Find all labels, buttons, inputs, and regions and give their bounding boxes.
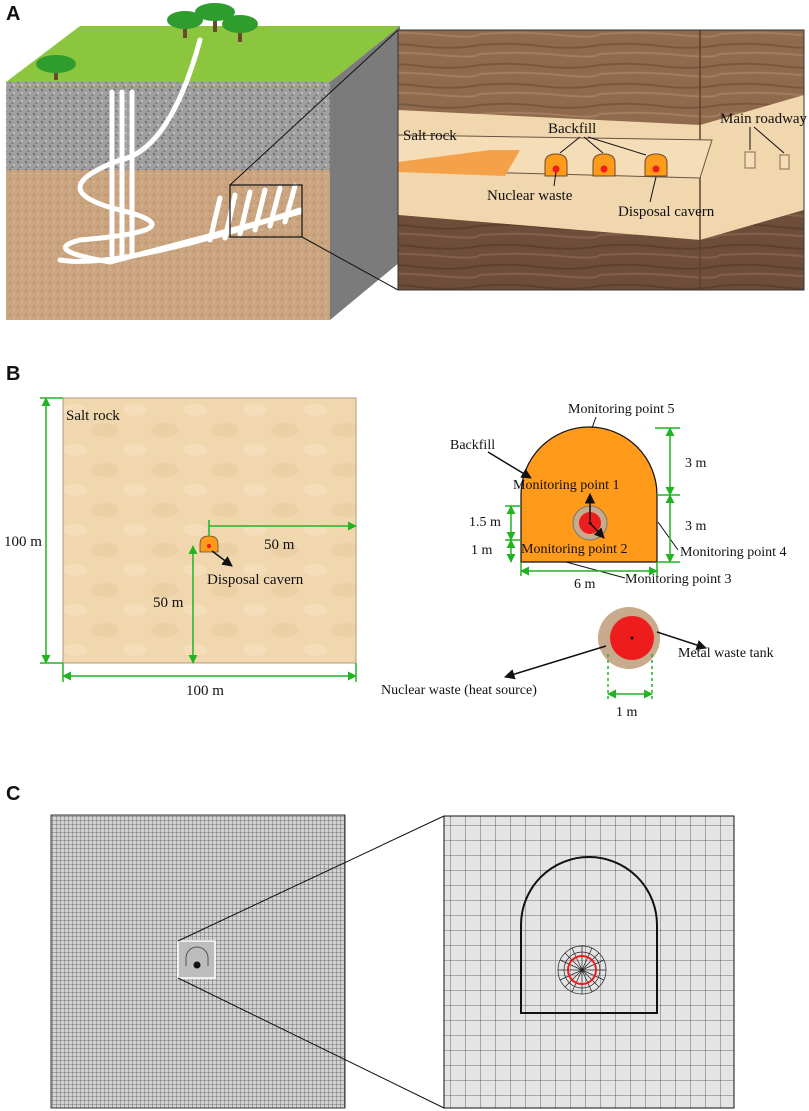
label-mp2: Monitoring point 2 bbox=[521, 542, 628, 557]
label-top-height: 3 m bbox=[685, 456, 707, 471]
label-model-vert-offset: 50 m bbox=[153, 595, 184, 611]
label-model-horiz-offset: 50 m bbox=[264, 537, 295, 553]
block-top-surface bbox=[6, 26, 400, 82]
panel-c-letter: C bbox=[6, 783, 20, 805]
enlarged-repository-view: Salt rock Backfill Main roadway Nuclear … bbox=[397, 29, 808, 291]
panel-b: B Salt rock Disposal cavern 100 bbox=[4, 363, 787, 720]
label-mp3: Monitoring point 3 bbox=[625, 572, 732, 587]
zoom-line-bottom bbox=[301, 236, 399, 291]
cavern-dimensions bbox=[505, 427, 680, 576]
zoom-box bbox=[229, 184, 303, 238]
label-model-disposal-cavern: Disposal cavern bbox=[207, 572, 304, 588]
panel-a: A bbox=[6, 3, 808, 320]
fine-mesh bbox=[443, 815, 735, 1109]
trees bbox=[36, 3, 258, 80]
model-dimensions bbox=[40, 397, 357, 682]
block-side-surface bbox=[330, 26, 400, 320]
fine-mesh-cavern-outline bbox=[520, 856, 658, 1014]
label-heat-source: Nuclear waste (heat source) bbox=[381, 683, 537, 698]
cavern-detail: Monitoring point 5 Backfill Monitoring p… bbox=[450, 402, 787, 592]
label-nuclear-waste: Nuclear waste bbox=[487, 188, 573, 204]
panel-b-letter: B bbox=[6, 363, 20, 385]
label-main-roadway: Main roadway bbox=[720, 111, 808, 127]
tunnel-network bbox=[57, 37, 303, 265]
label-cavern-width: 6 m bbox=[574, 577, 596, 592]
granite-layer bbox=[6, 82, 330, 170]
mesh-zoom-line-top bbox=[177, 815, 445, 942]
label-tank-top: 1.5 m bbox=[469, 515, 501, 530]
geological-block bbox=[6, 3, 400, 320]
label-backfill: Backfill bbox=[548, 121, 596, 137]
label-wall-height: 3 m bbox=[685, 519, 707, 534]
mesh-zoom-box bbox=[177, 940, 216, 979]
label-model-salt-rock: Salt rock bbox=[66, 408, 120, 424]
label-model-width: 100 m bbox=[186, 683, 224, 699]
label-metal-tank: Metal waste tank bbox=[678, 646, 774, 661]
panel-c: C bbox=[6, 783, 735, 1109]
main-roadway-ramp bbox=[398, 150, 520, 176]
model-domain: Salt rock Disposal cavern 100 m 100 m 50… bbox=[4, 397, 357, 699]
panel-a-letter: A bbox=[6, 3, 20, 25]
label-mp5: Monitoring point 5 bbox=[568, 402, 675, 417]
tank-detail: Metal waste tank Nuclear waste (heat sou… bbox=[381, 607, 774, 720]
label-disposal-cavern: Disposal cavern bbox=[618, 204, 715, 220]
mesh-zoom-line-bottom bbox=[177, 977, 445, 1109]
label-mp4: Monitoring point 4 bbox=[680, 545, 787, 560]
label-salt-rock: Salt rock bbox=[403, 128, 457, 144]
zoom-line-top bbox=[229, 29, 399, 186]
label-cavern-backfill: Backfill bbox=[450, 438, 495, 453]
disposal-caverns bbox=[544, 153, 668, 177]
coarse-mesh bbox=[50, 814, 346, 1109]
fine-mesh-radial bbox=[557, 945, 607, 995]
label-model-height: 100 m bbox=[4, 534, 42, 550]
label-mp1: Monitoring point 1 bbox=[513, 478, 620, 493]
fine-mesh-waste-boundary bbox=[567, 955, 597, 985]
label-tank-diameter: 1 m bbox=[616, 705, 638, 720]
label-tank-bottom: 1 m bbox=[471, 543, 493, 558]
